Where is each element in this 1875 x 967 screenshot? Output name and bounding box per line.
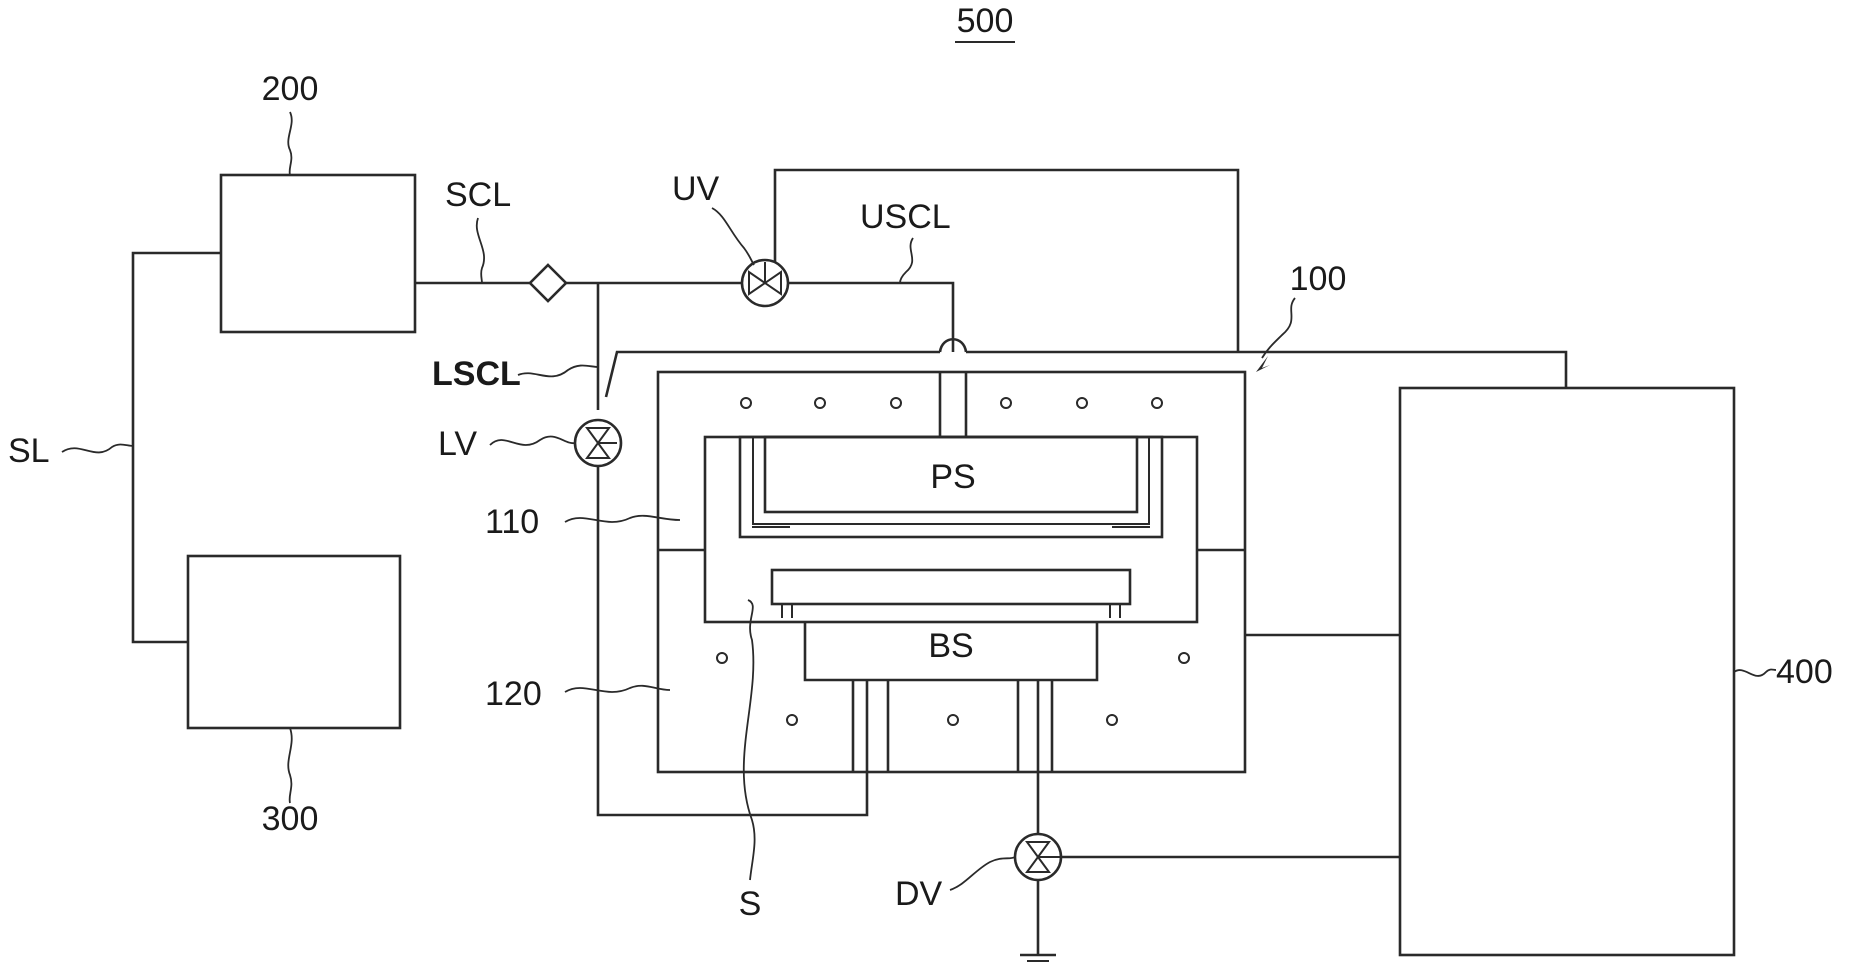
system-label: 500 (957, 2, 1014, 40)
supply-line (133, 253, 221, 642)
lower-valve-label: LV (438, 425, 477, 463)
channel-hole (815, 398, 825, 408)
channel-hole (1077, 398, 1087, 408)
upper-body-leader (565, 516, 680, 522)
upper-supply-line-leader (900, 238, 913, 283)
channel-hole (1001, 398, 1011, 408)
second-box-label: 300 (262, 800, 319, 838)
channel-hole (948, 715, 958, 725)
lower-body-leader (565, 686, 670, 692)
source-box-leader (288, 112, 291, 175)
channel-hole (1152, 398, 1162, 408)
upper-valve-leader (712, 208, 754, 265)
controller-label: 400 (1776, 653, 1833, 691)
upper-body-label: 110 (485, 503, 539, 541)
source-box (221, 175, 415, 332)
channel-hole (891, 398, 901, 408)
lower-valve-leader (490, 437, 575, 445)
supply-chamber-line-label: SCL (445, 176, 511, 214)
controller (1400, 388, 1734, 955)
plate-stage-label: PS (930, 458, 975, 496)
source-box-label: 200 (262, 70, 319, 108)
substrate-label: S (739, 885, 762, 923)
upper-return-line (775, 170, 1238, 352)
upper-supply-line (788, 283, 953, 336)
chamber (658, 372, 1245, 772)
second-box (188, 556, 400, 728)
junction-diamond (530, 265, 566, 301)
controller-top-line-left (606, 352, 940, 397)
channel-hole (1107, 715, 1117, 725)
supply-chamber-line-leader (477, 218, 484, 283)
lower-supply-line-label: LSCL (432, 355, 521, 393)
supply-line-leader (62, 444, 133, 452)
chamber-leader (1262, 298, 1295, 358)
channel-hole (787, 715, 797, 725)
supply-line-label: SL (8, 432, 50, 470)
base-stage-label: BS (928, 627, 973, 665)
controller-top-line-right (966, 352, 1566, 388)
upper-supply-line-label: USCL (860, 198, 951, 236)
substrate (772, 570, 1130, 604)
lower-supply-line-leader (518, 365, 598, 376)
substrate-leader (744, 600, 755, 880)
drain-valve-label: DV (895, 875, 943, 913)
second-box-leader (288, 728, 291, 803)
channel-hole (741, 398, 751, 408)
drain-valve-leader (950, 857, 1015, 890)
chamber-label: 100 (1290, 260, 1347, 298)
controller-leader (1734, 670, 1776, 676)
upper-valve-label: UV (672, 170, 720, 208)
lower-supply-line-bottom (598, 466, 867, 815)
chamber-arrowhead (1256, 356, 1270, 372)
channel-hole (1179, 653, 1189, 663)
channel-hole (717, 653, 727, 663)
lower-body-label: 120 (485, 675, 542, 713)
